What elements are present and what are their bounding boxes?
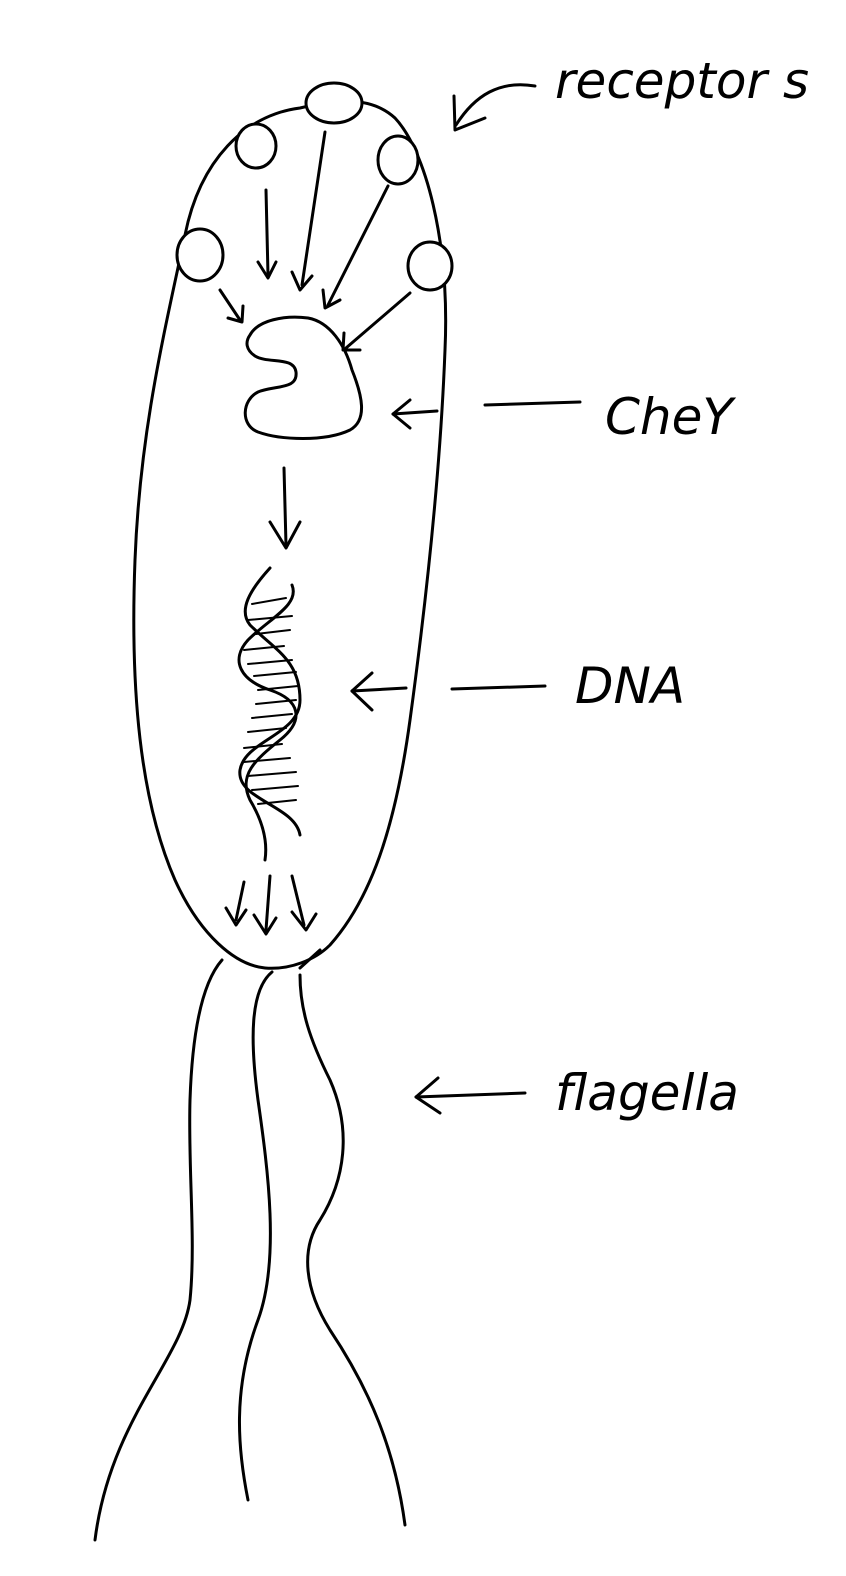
signal-arrow bbox=[300, 130, 327, 287]
signal-arrow bbox=[344, 291, 412, 350]
dna-label-arrow-head bbox=[350, 671, 374, 712]
dna-label-arrow bbox=[350, 686, 408, 693]
receptor-lower-right bbox=[406, 240, 454, 292]
dna-label: DNA bbox=[575, 657, 685, 715]
dna-strand-a bbox=[238, 566, 302, 837]
flagella bbox=[93, 948, 407, 1542]
signal-arrow bbox=[326, 184, 390, 307]
signal-arrow bbox=[264, 188, 270, 277]
receptors-label: receptor s bbox=[555, 52, 809, 110]
dna-rungs bbox=[243, 597, 299, 805]
receptors-label-arrow-head bbox=[452, 94, 487, 132]
flagellum-middle bbox=[238, 970, 274, 1502]
chey-protein bbox=[243, 315, 364, 440]
chey-to-dna-arrow bbox=[282, 466, 288, 547]
signal-arrow-head bbox=[321, 288, 342, 310]
chey-label-arrow-line bbox=[483, 400, 582, 407]
receptor-signal-arrows bbox=[218, 130, 412, 352]
flagella-label-arrow-head bbox=[414, 1076, 442, 1115]
signal-arrow-head bbox=[290, 270, 314, 292]
flagella-hook bbox=[298, 948, 322, 970]
dna-to-flagella-arrows bbox=[224, 874, 318, 936]
flagella-label-arrow bbox=[414, 1091, 527, 1099]
receptor-upper-left bbox=[234, 122, 278, 170]
receptors-label-arrow bbox=[454, 83, 537, 127]
chey-label: CheY bbox=[605, 388, 736, 446]
flagellum-left bbox=[93, 958, 224, 1542]
chey-label-arrow bbox=[391, 409, 439, 416]
dna-label-arrow-line bbox=[450, 684, 547, 691]
dna-helix bbox=[237, 566, 302, 862]
receptor-upper-right bbox=[376, 134, 420, 186]
signal-arrow-head bbox=[256, 260, 278, 280]
chey-label-arrow-head bbox=[391, 398, 412, 430]
signal-arrow bbox=[218, 288, 242, 322]
dna-strand-b bbox=[237, 583, 298, 862]
receptor-lower-left bbox=[175, 227, 225, 283]
cell-body-outline bbox=[132, 99, 448, 970]
signal-arrow-head bbox=[226, 304, 245, 324]
receptor-top bbox=[304, 81, 364, 125]
flagella-label: flagella bbox=[555, 1064, 739, 1122]
flagellum-right bbox=[298, 973, 407, 1527]
chey-to-dna-arrow-head bbox=[268, 520, 302, 550]
